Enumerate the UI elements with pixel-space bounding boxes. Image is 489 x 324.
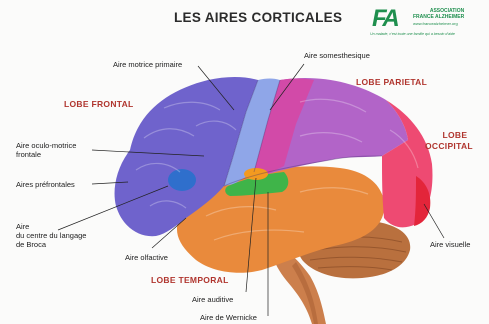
label-motor-primary: Aire motrice primaire xyxy=(113,60,182,69)
label-lobe-temporal: LOBE TEMPORAL xyxy=(151,275,229,285)
label-wernicke: Aire de Wernicke xyxy=(200,313,257,322)
label-oculomotor: Aire oculo-motrice frontale xyxy=(16,141,76,159)
logo-association-name: ASSOCIATION FRANCE ALZHEIMER xyxy=(413,8,464,20)
label-visual: Aire visuelle xyxy=(430,240,470,249)
label-broca-line1: Aire xyxy=(16,222,86,231)
label-lobe-occipital-line1: LOBE xyxy=(437,130,473,141)
label-lobe-parietal: LOBE PARIETAL xyxy=(356,77,427,87)
label-lobe-frontal: LOBE FRONTAL xyxy=(64,99,134,109)
label-prefrontal: Aires préfrontales xyxy=(16,180,75,189)
label-oculomotor-line2: frontale xyxy=(16,150,76,159)
logo-tagline: Un malade, c'est toute une famille qui a… xyxy=(370,32,455,36)
broca-area xyxy=(168,169,196,191)
label-oculomotor-line1: Aire oculo-motrice xyxy=(16,141,76,150)
diagram-title: LES AIRES CORTICALES xyxy=(174,10,342,25)
label-broca-line3: de Broca xyxy=(16,240,86,249)
logo-name-line2: FRANCE ALZHEIMER xyxy=(413,14,464,20)
label-lobe-occipital-line2: OCCIPITAL xyxy=(425,141,473,152)
label-broca: Aire du centre du langage de Broca xyxy=(16,222,86,249)
label-somesthetic: Aire somesthesique xyxy=(304,51,370,60)
label-auditory: Aire auditive xyxy=(192,295,233,304)
france-alzheimer-logo: FA xyxy=(372,6,397,32)
leader-visual xyxy=(424,204,444,238)
label-lobe-occipital: LOBE OCCIPITAL xyxy=(437,130,473,152)
logo-website: www.francealzheimer.org xyxy=(413,21,458,26)
label-broca-line2: du centre du langage xyxy=(16,231,86,240)
label-olfactory: Aire olfactive xyxy=(125,253,168,262)
